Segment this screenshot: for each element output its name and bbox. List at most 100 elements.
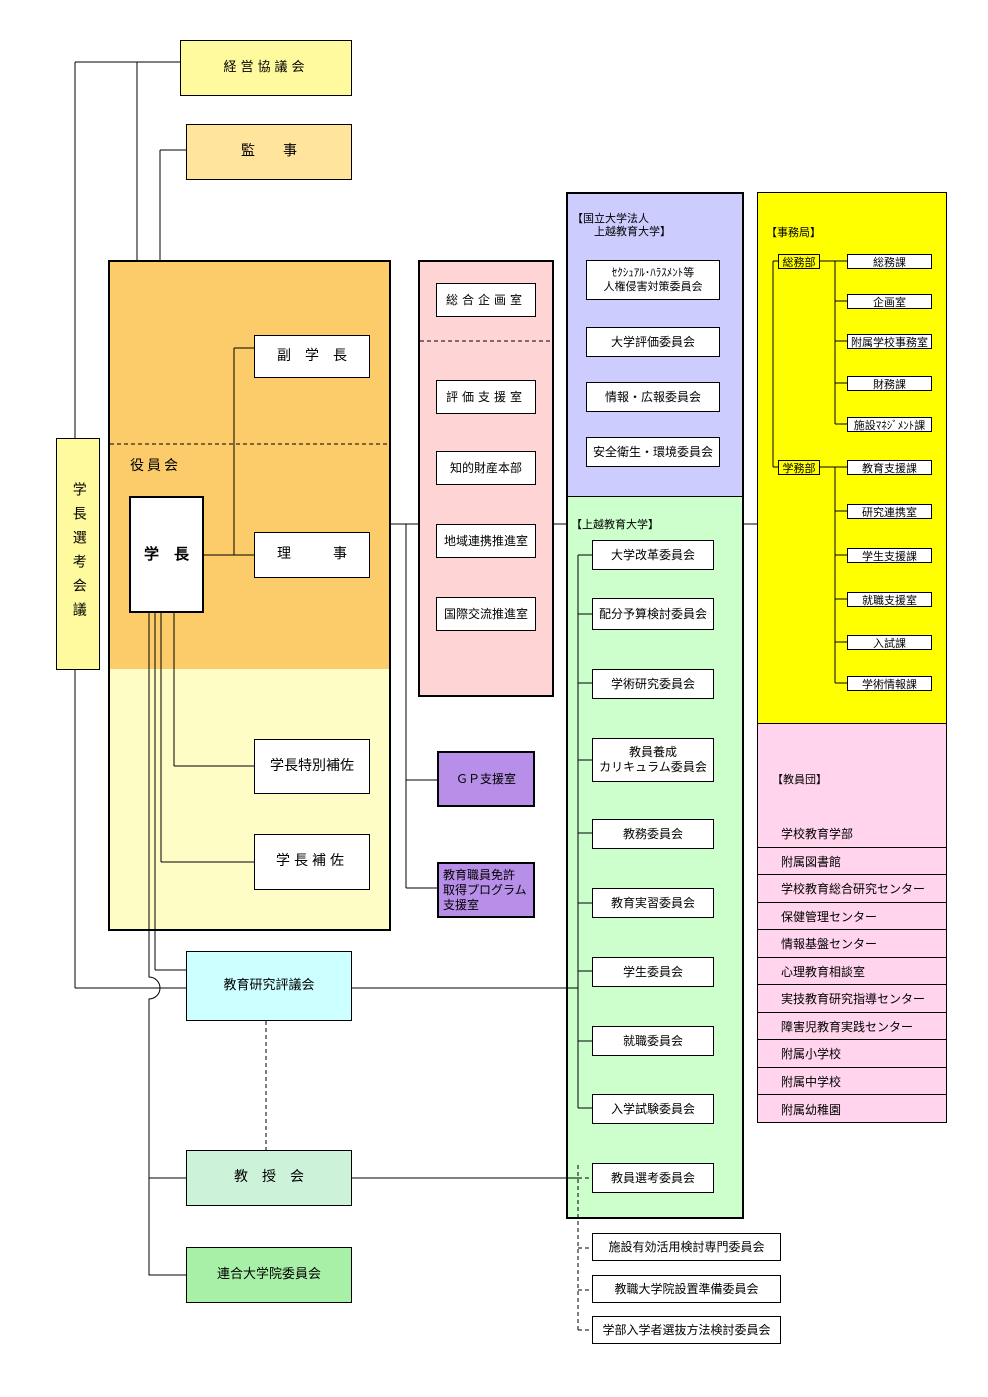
aide-label: 学長補佐 — [276, 853, 348, 870]
faculty-item: 附属中学校 — [757, 1068, 947, 1095]
special-committee-label: 教職大学院設置準備委員会 — [614, 1281, 759, 1296]
dept-section-label: 企画室 — [873, 295, 906, 309]
vice-president-label: 副 学 長 — [277, 347, 347, 364]
dept-section-label: 財務課 — [873, 377, 906, 391]
dept-section: 附属学校事務室 — [847, 334, 932, 349]
pink-office-label: 地域連携推進室 — [443, 533, 528, 548]
corp-committee-label: 情報・広報委員会 — [604, 389, 701, 404]
corp-committee-box: ｾｸｼｭｱﾙ･ﾊﾗｽﾒﾝﾄ等 人権侵害対策委員会 — [586, 260, 720, 300]
faculty-region — [757, 723, 947, 1123]
secretariat-header: 【事務局】 — [766, 226, 821, 239]
faculty-item-label: 学校教育総合研究センター — [781, 882, 926, 896]
dept-section: 財務課 — [847, 376, 932, 391]
faculty-item-label: 附属中学校 — [781, 1074, 842, 1089]
pink-office-label: 知的財産本部 — [449, 460, 522, 475]
dept-section: 学生支援課 — [847, 548, 932, 563]
license-office-label: 教育職員免許 取得プログラム 支援室 — [443, 867, 527, 912]
corp-committee-box: 大学評価委員会 — [586, 327, 720, 357]
pink-office-box: 評価支援室 — [436, 380, 536, 414]
faculty-item-label: 障害児教育実践センター — [781, 1019, 914, 1034]
univ-committee-label: 入学試験委員会 — [610, 1101, 695, 1116]
gp-office-box: ＧＰ支援室 — [437, 751, 535, 807]
pink-office-label: 総合企画室 — [445, 292, 526, 307]
selection-council-label: 学長選考会議 — [70, 482, 87, 626]
univ-committee-label: 就職委員会 — [622, 1033, 683, 1048]
faculty-header: 【教員団】 — [772, 773, 827, 786]
director-box: 理 事 — [254, 532, 370, 578]
auditor-label: 監 事 — [241, 143, 297, 160]
graduate-council-box: 連合大学院委員会 — [186, 1247, 352, 1303]
pink-office-label: 評価支援室 — [445, 389, 526, 404]
dept-section-label: 学術情報課 — [862, 677, 917, 691]
univ-committee-label: 学生委員会 — [622, 964, 683, 979]
vice-president-box: 副 学 長 — [254, 335, 370, 378]
univ-committees-header: 【上越教育大学】 — [571, 518, 659, 531]
special-committee-label: 施設有効活用検討専門委員会 — [608, 1239, 765, 1254]
dept-section-label: 教育支援課 — [862, 461, 917, 475]
univ-committee-box: 就職委員会 — [592, 1026, 714, 1056]
dept-section: 学術情報課 — [847, 676, 932, 691]
pink-office-label: 国際交流推進室 — [443, 606, 528, 621]
pink-office-box: 総合企画室 — [436, 283, 536, 317]
faculty-item-label: 附属幼稚園 — [781, 1102, 842, 1117]
univ-committee-box: 学術研究委員会 — [592, 669, 714, 699]
gp-office-label: ＧＰ支援室 — [455, 771, 516, 786]
dept-section: 教育支援課 — [847, 460, 932, 475]
president-box: 学 長 — [129, 496, 204, 613]
aide-box: 学長補佐 — [254, 834, 370, 890]
special-aide-label: 学長特別補佐 — [270, 757, 354, 774]
faculty-item: 保健管理センター — [757, 903, 947, 930]
univ-committee-box: 入学試験委員会 — [592, 1094, 714, 1124]
dept-section: 就職支援室 — [847, 592, 932, 607]
faculty-item-label: 附属図書館 — [781, 854, 842, 869]
univ-committee-box: 配分予算検討委員会 — [592, 598, 714, 630]
professors-council-box: 教 授 会 — [186, 1150, 352, 1206]
dept-section: 入試課 — [847, 635, 932, 650]
faculty-item-label: 学校教育学部 — [781, 827, 854, 841]
management-council-label: 経営協議会 — [223, 59, 309, 75]
pink-office-box: 知的財産本部 — [436, 451, 536, 485]
faculty-item-label: 情報基盤センター — [781, 937, 878, 951]
faculty-item: 情報基盤センター — [757, 930, 947, 958]
corp-committee-label: ｾｸｼｭｱﾙ･ﾊﾗｽﾒﾝﾄ等 人権侵害対策委員会 — [603, 266, 703, 293]
special-committee-label: 学部入学者選抜方法検討委員会 — [602, 1322, 771, 1337]
general-affairs-dept-label: 総務部 — [782, 255, 816, 269]
univ-committee-label: 教員選考委員会 — [610, 1170, 695, 1185]
director-label: 理 事 — [277, 546, 347, 563]
faculty-item: 心理教育相談室 — [757, 958, 947, 985]
faculty-item: 附属小学校 — [757, 1040, 947, 1068]
univ-committee-box: 教員選考委員会 — [592, 1163, 714, 1193]
selection-council-box: 学長選考会議 — [56, 438, 100, 670]
dept-section-label: 入試課 — [873, 636, 906, 650]
faculty-item-label: 保健管理センター — [781, 909, 878, 924]
general-affairs-dept: 総務部 — [778, 254, 820, 269]
aides-region — [108, 669, 391, 931]
dept-section: 企画室 — [847, 294, 932, 309]
univ-committee-label: 教育実習委員会 — [610, 895, 695, 910]
corp-committee-label: 安全衛生・環境委員会 — [592, 444, 713, 459]
officers-label: 役員会 — [130, 458, 181, 474]
corp-committee-label: 大学評価委員会 — [610, 334, 695, 349]
univ-committee-box: 教員養成 カリキュラム委員会 — [592, 738, 714, 782]
academic-affairs-dept: 学務部 — [778, 460, 820, 475]
corp-committee-box: 情報・広報委員会 — [586, 382, 720, 412]
dept-section-label: 施設ﾏﾈｼﾞﾒﾝﾄ課 — [853, 418, 926, 432]
dept-section-label: 研究連携室 — [862, 505, 917, 519]
faculty-item: 障害児教育実践センター — [757, 1013, 947, 1040]
faculty-item: 学校教育総合研究センター — [757, 875, 947, 903]
dept-section-label: 学生支援課 — [862, 549, 917, 563]
special-aide-box: 学長特別補佐 — [254, 739, 370, 794]
dept-section-label: 附属学校事務室 — [851, 335, 928, 349]
faculty-item-label: 実技教育研究指導センター — [781, 992, 926, 1006]
univ-committee-box: 大学改革委員会 — [592, 540, 714, 570]
pink-office-box: 地域連携推進室 — [436, 524, 536, 558]
univ-committee-label: 教員養成 カリキュラム委員会 — [599, 745, 707, 774]
faculty-item: 附属幼稚園 — [757, 1095, 947, 1123]
edu-research-council-box: 教育研究評議会 — [186, 951, 352, 1021]
special-committee-box: 教職大学院設置準備委員会 — [592, 1275, 781, 1303]
dept-section: 総務課 — [847, 254, 932, 269]
faculty-item-label: 附属小学校 — [781, 1047, 842, 1061]
faculty-item: 附属図書館 — [757, 848, 947, 875]
graduate-council-label: 連合大学院委員会 — [216, 1266, 321, 1282]
dept-section-label: 就職支援室 — [862, 593, 917, 607]
